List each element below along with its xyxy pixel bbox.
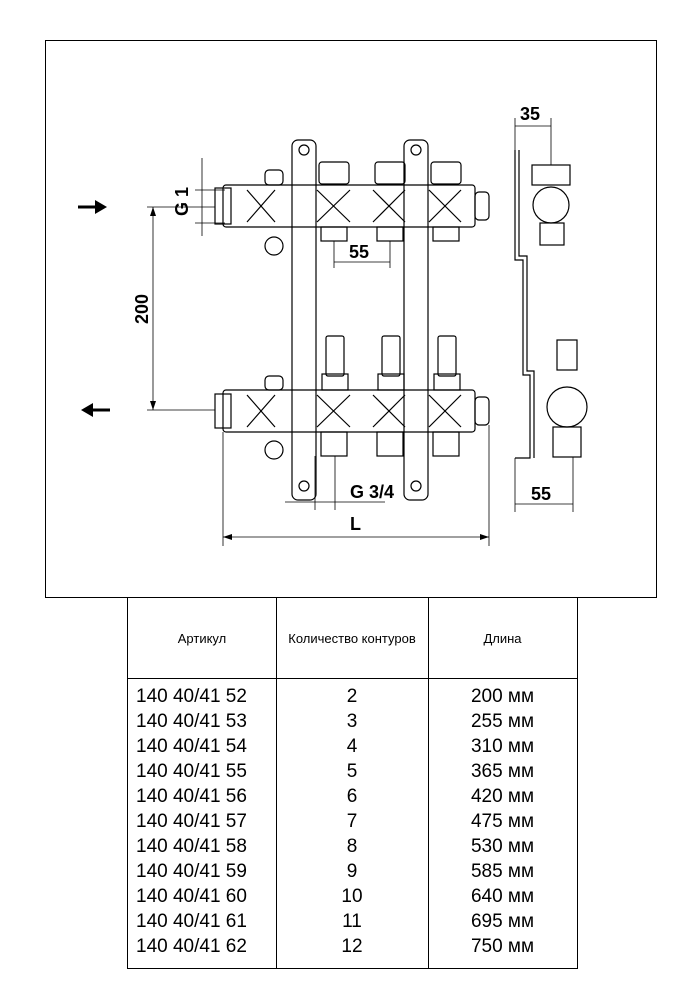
- table-row: 140 40/41 60 10 640 мм: [128, 884, 577, 909]
- count-cell: 7: [346, 811, 358, 832]
- table-row: 140 40/41 52 2 200 мм: [128, 684, 577, 709]
- table-row: 140 40/41 57 7 475 мм: [128, 809, 577, 834]
- article-cell: 140 40/41 56: [136, 786, 247, 807]
- count-cell: 4: [346, 736, 358, 757]
- spec-table: Артикул Количество контуров Длина 140 40…: [127, 598, 578, 969]
- header-count: Количество контуров: [276, 598, 429, 679]
- header-article: Артикул: [128, 598, 277, 679]
- article-cell: 140 40/41 59: [136, 861, 247, 882]
- table-row: 140 40/41 58 8 530 мм: [128, 834, 577, 859]
- article-cell: 140 40/41 62: [136, 936, 247, 957]
- length-cell: 255 мм: [470, 711, 535, 732]
- table-row: 140 40/41 56 6 420 мм: [128, 784, 577, 809]
- table-row: 140 40/41 61 11 695 мм: [128, 909, 577, 934]
- table-row: 140 40/41 59 9 585 мм: [128, 859, 577, 884]
- count-cell: 11: [342, 911, 362, 932]
- manifold-drawing: G 1 200 55 G 3/4 L 35 55: [45, 40, 657, 598]
- length-cell: 310 мм: [470, 736, 535, 757]
- dim-length-label: L: [350, 514, 361, 534]
- dim-inlet-label: G 1: [172, 187, 192, 216]
- count-cell: 9: [346, 861, 358, 882]
- dim-vertical-label: 200: [132, 294, 152, 324]
- length-cell: 640 мм: [470, 886, 535, 907]
- count-cell: 10: [341, 886, 363, 907]
- count-cell: 5: [346, 761, 358, 782]
- count-cell: 8: [346, 836, 358, 857]
- count-cell: 2: [346, 686, 358, 707]
- header-length: Длина: [428, 598, 577, 679]
- table-row: 140 40/41 54 4 310 мм: [128, 734, 577, 759]
- length-cell: 420 мм: [470, 786, 535, 807]
- count-cell: 12: [341, 936, 363, 957]
- article-cell: 140 40/41 54: [136, 736, 247, 757]
- table-row: 140 40/41 62 12 750 мм: [128, 934, 577, 959]
- dim-outlet-thread-label: G 3/4: [350, 482, 394, 502]
- supply-arrow-icon: [78, 200, 107, 214]
- article-cell: 140 40/41 53: [136, 711, 247, 732]
- length-cell: 365 мм: [470, 761, 535, 782]
- length-cell: 200 мм: [470, 686, 535, 707]
- table-row: 140 40/41 55 5 365 мм: [128, 759, 577, 784]
- dim-outlet-spacing-label: 55: [349, 242, 369, 262]
- article-cell: 140 40/41 52: [136, 686, 247, 707]
- table-row: 140 40/41 53 3 255 мм: [128, 709, 577, 734]
- length-cell: 695 мм: [470, 911, 535, 932]
- count-cell: 6: [346, 786, 358, 807]
- dim-side-top-label: 35: [520, 104, 540, 124]
- article-cell: 140 40/41 61: [136, 911, 247, 932]
- article-cell: 140 40/41 57: [136, 811, 247, 832]
- article-cell: 140 40/41 60: [136, 886, 247, 907]
- return-arrow-icon: [81, 403, 110, 417]
- length-cell: 750 мм: [470, 936, 535, 957]
- article-cell: 140 40/41 58: [136, 836, 247, 857]
- dim-side-bottom-label: 55: [531, 484, 551, 504]
- article-cell: 140 40/41 55: [136, 761, 247, 782]
- count-cell: 3: [346, 711, 358, 732]
- length-cell: 585 мм: [470, 861, 535, 882]
- length-cell: 475 мм: [470, 811, 535, 832]
- length-cell: 530 мм: [470, 836, 535, 857]
